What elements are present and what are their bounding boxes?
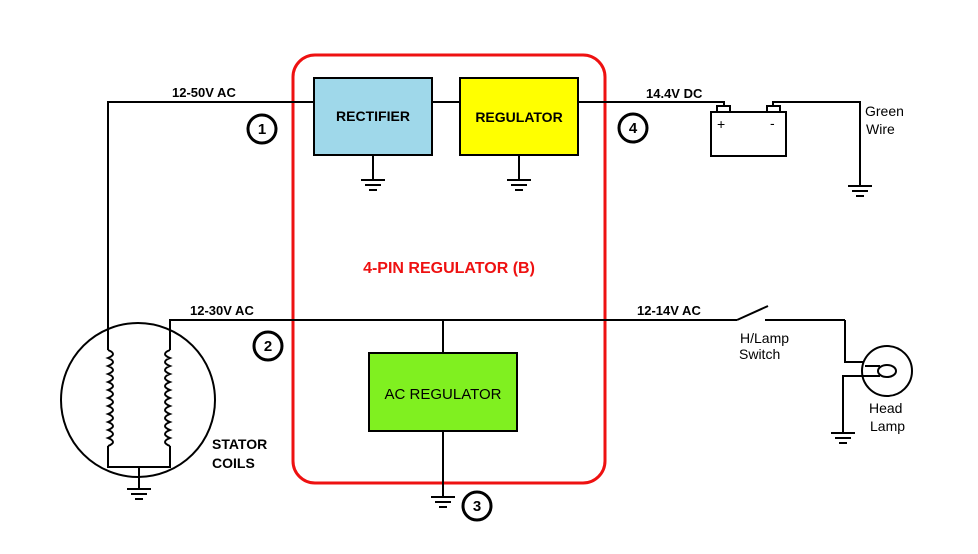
battery-plus-label: + (717, 116, 725, 132)
module-title: 4-PIN REGULATOR (B) (363, 260, 535, 277)
pin-4-marker: 4 (617, 112, 649, 144)
battery-icon (710, 105, 787, 157)
pin-2-number: 2 (264, 338, 272, 355)
wire-lamp-to-ground (842, 375, 865, 432)
stator-coils-icon (60, 322, 216, 488)
pin-4-number: 4 (629, 120, 638, 137)
lamp-label-line2: Lamp (870, 418, 905, 434)
lamp-label-line1: Head (869, 400, 902, 416)
regulator-label: REGULATOR (475, 109, 562, 125)
green-wire-label-line2: Wire (866, 121, 895, 137)
regulator-ground-icon (507, 155, 531, 191)
headlamp-switch-icon (736, 305, 845, 321)
switch-label-line2: Switch (739, 346, 780, 362)
ac-regulator-ground-icon (431, 431, 455, 508)
voltage-label-12-50v: 12-50V AC (172, 85, 236, 100)
regulator-box (459, 77, 579, 156)
pin-3-number: 3 (473, 498, 481, 515)
battery-minus-label: - (770, 115, 775, 131)
ac-regulator-label: AC REGULATOR (385, 386, 502, 403)
rectifier-label: RECTIFIER (336, 108, 410, 124)
stator-label-line1: STATOR (212, 436, 267, 452)
pin-3-marker: 3 (461, 490, 493, 522)
green-wire-ground-icon (848, 185, 872, 197)
ac-regulator-box (368, 352, 518, 432)
voltage-label-14-4v: 14.4V DC (646, 86, 703, 101)
voltage-label-12-30v: 12-30V AC (190, 303, 254, 318)
lamp-ground-icon (831, 432, 855, 444)
wire-stator-to-ac-regulator (169, 319, 737, 340)
rectifier-ground-icon (361, 155, 385, 191)
rectifier-box (313, 77, 433, 156)
stator-label-line2: COILS (212, 455, 255, 471)
green-wire-label-line1: Green (865, 103, 904, 119)
pin-1-number: 1 (258, 121, 266, 138)
head-lamp-icon (861, 345, 913, 397)
voltage-label-12-14v: 12-14V AC (637, 303, 701, 318)
wire-regulator-to-battery (578, 101, 725, 110)
switch-label-line1: H/Lamp (740, 330, 789, 346)
wire-stator-to-rectifier (107, 101, 314, 345)
stator-ground-icon (127, 488, 151, 500)
pin-2-marker: 2 (252, 330, 284, 362)
regulator-module-outline (291, 53, 607, 485)
pin-1-marker: 1 (246, 113, 278, 145)
